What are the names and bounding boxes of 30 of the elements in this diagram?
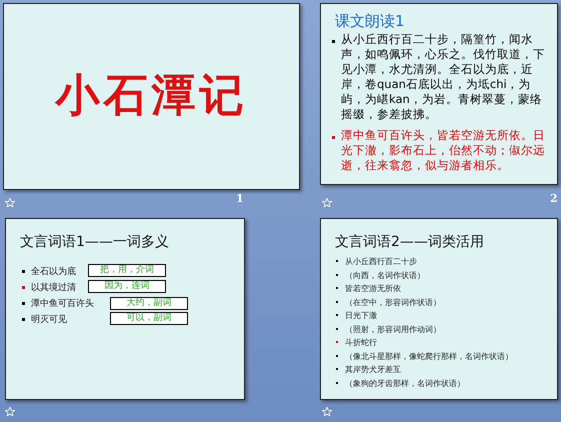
list-item: （照射，形容词用作动词）: [345, 324, 441, 334]
list-item: 从小丘西行百二十步: [345, 256, 417, 267]
list-item: （象狗的牙齿那样，名词作状语）: [345, 378, 465, 388]
list-item: 斗折蛇行: [345, 337, 377, 348]
list-item: 其岸势犬牙差互: [345, 364, 401, 375]
slide-panel: [5, 218, 245, 400]
list-item: 明灭可见: [31, 314, 67, 326]
answer-box: 把，用，介词: [88, 264, 166, 277]
list-item: （向西，名词作状语）: [345, 270, 425, 280]
list-item: 以其境过清: [31, 282, 76, 294]
slide-number: 2: [550, 192, 558, 205]
list-item: 日光下澈: [345, 310, 377, 321]
slide-panel: [320, 218, 558, 400]
list-item: （在空中，形容词作状语）: [345, 296, 441, 308]
slide-heading: 课文朗读1: [335, 12, 405, 31]
list-item: （像北斗星那样，像蛇爬行那样，名词作状语）: [345, 350, 513, 362]
slide-number: 1: [236, 192, 244, 205]
list-item: 全石以为底: [31, 266, 76, 278]
answer-box: 因为，连词: [88, 280, 166, 293]
bullet-paragraph: 从小丘西行百二十步，隔篁竹，闻水声，如鸣佩环，心乐之。伐竹取道，下见小潭，水尤清洌。全石以为底，近岸，卷quan石底以出，为坻chi，为屿，为嵁kan，为岩。青树翠蔓，蒙络摇缀，参差披拂。: [341, 32, 546, 122]
list-item: 潭中鱼可百许头: [31, 298, 94, 310]
answer-box: 大约，副词: [110, 297, 188, 310]
bullet-paragraph: 潭中鱼可百许头，皆若空游无所依。日光下澈，影布石上，佁然不动；俶尔远逝，往来翕忽，似与游者相乐。: [341, 128, 546, 173]
slide-heading: 文言词语1——一词多义: [20, 233, 169, 251]
answer-box: 可以，副词: [110, 312, 188, 325]
slide-panel: [320, 3, 558, 185]
slide-title: 小石潭记: [54, 69, 248, 123]
slide-panel: [3, 3, 300, 190]
list-item: 皆若空游无所依: [345, 283, 401, 294]
slide-heading: 文言词语2——词类活用: [335, 233, 484, 251]
